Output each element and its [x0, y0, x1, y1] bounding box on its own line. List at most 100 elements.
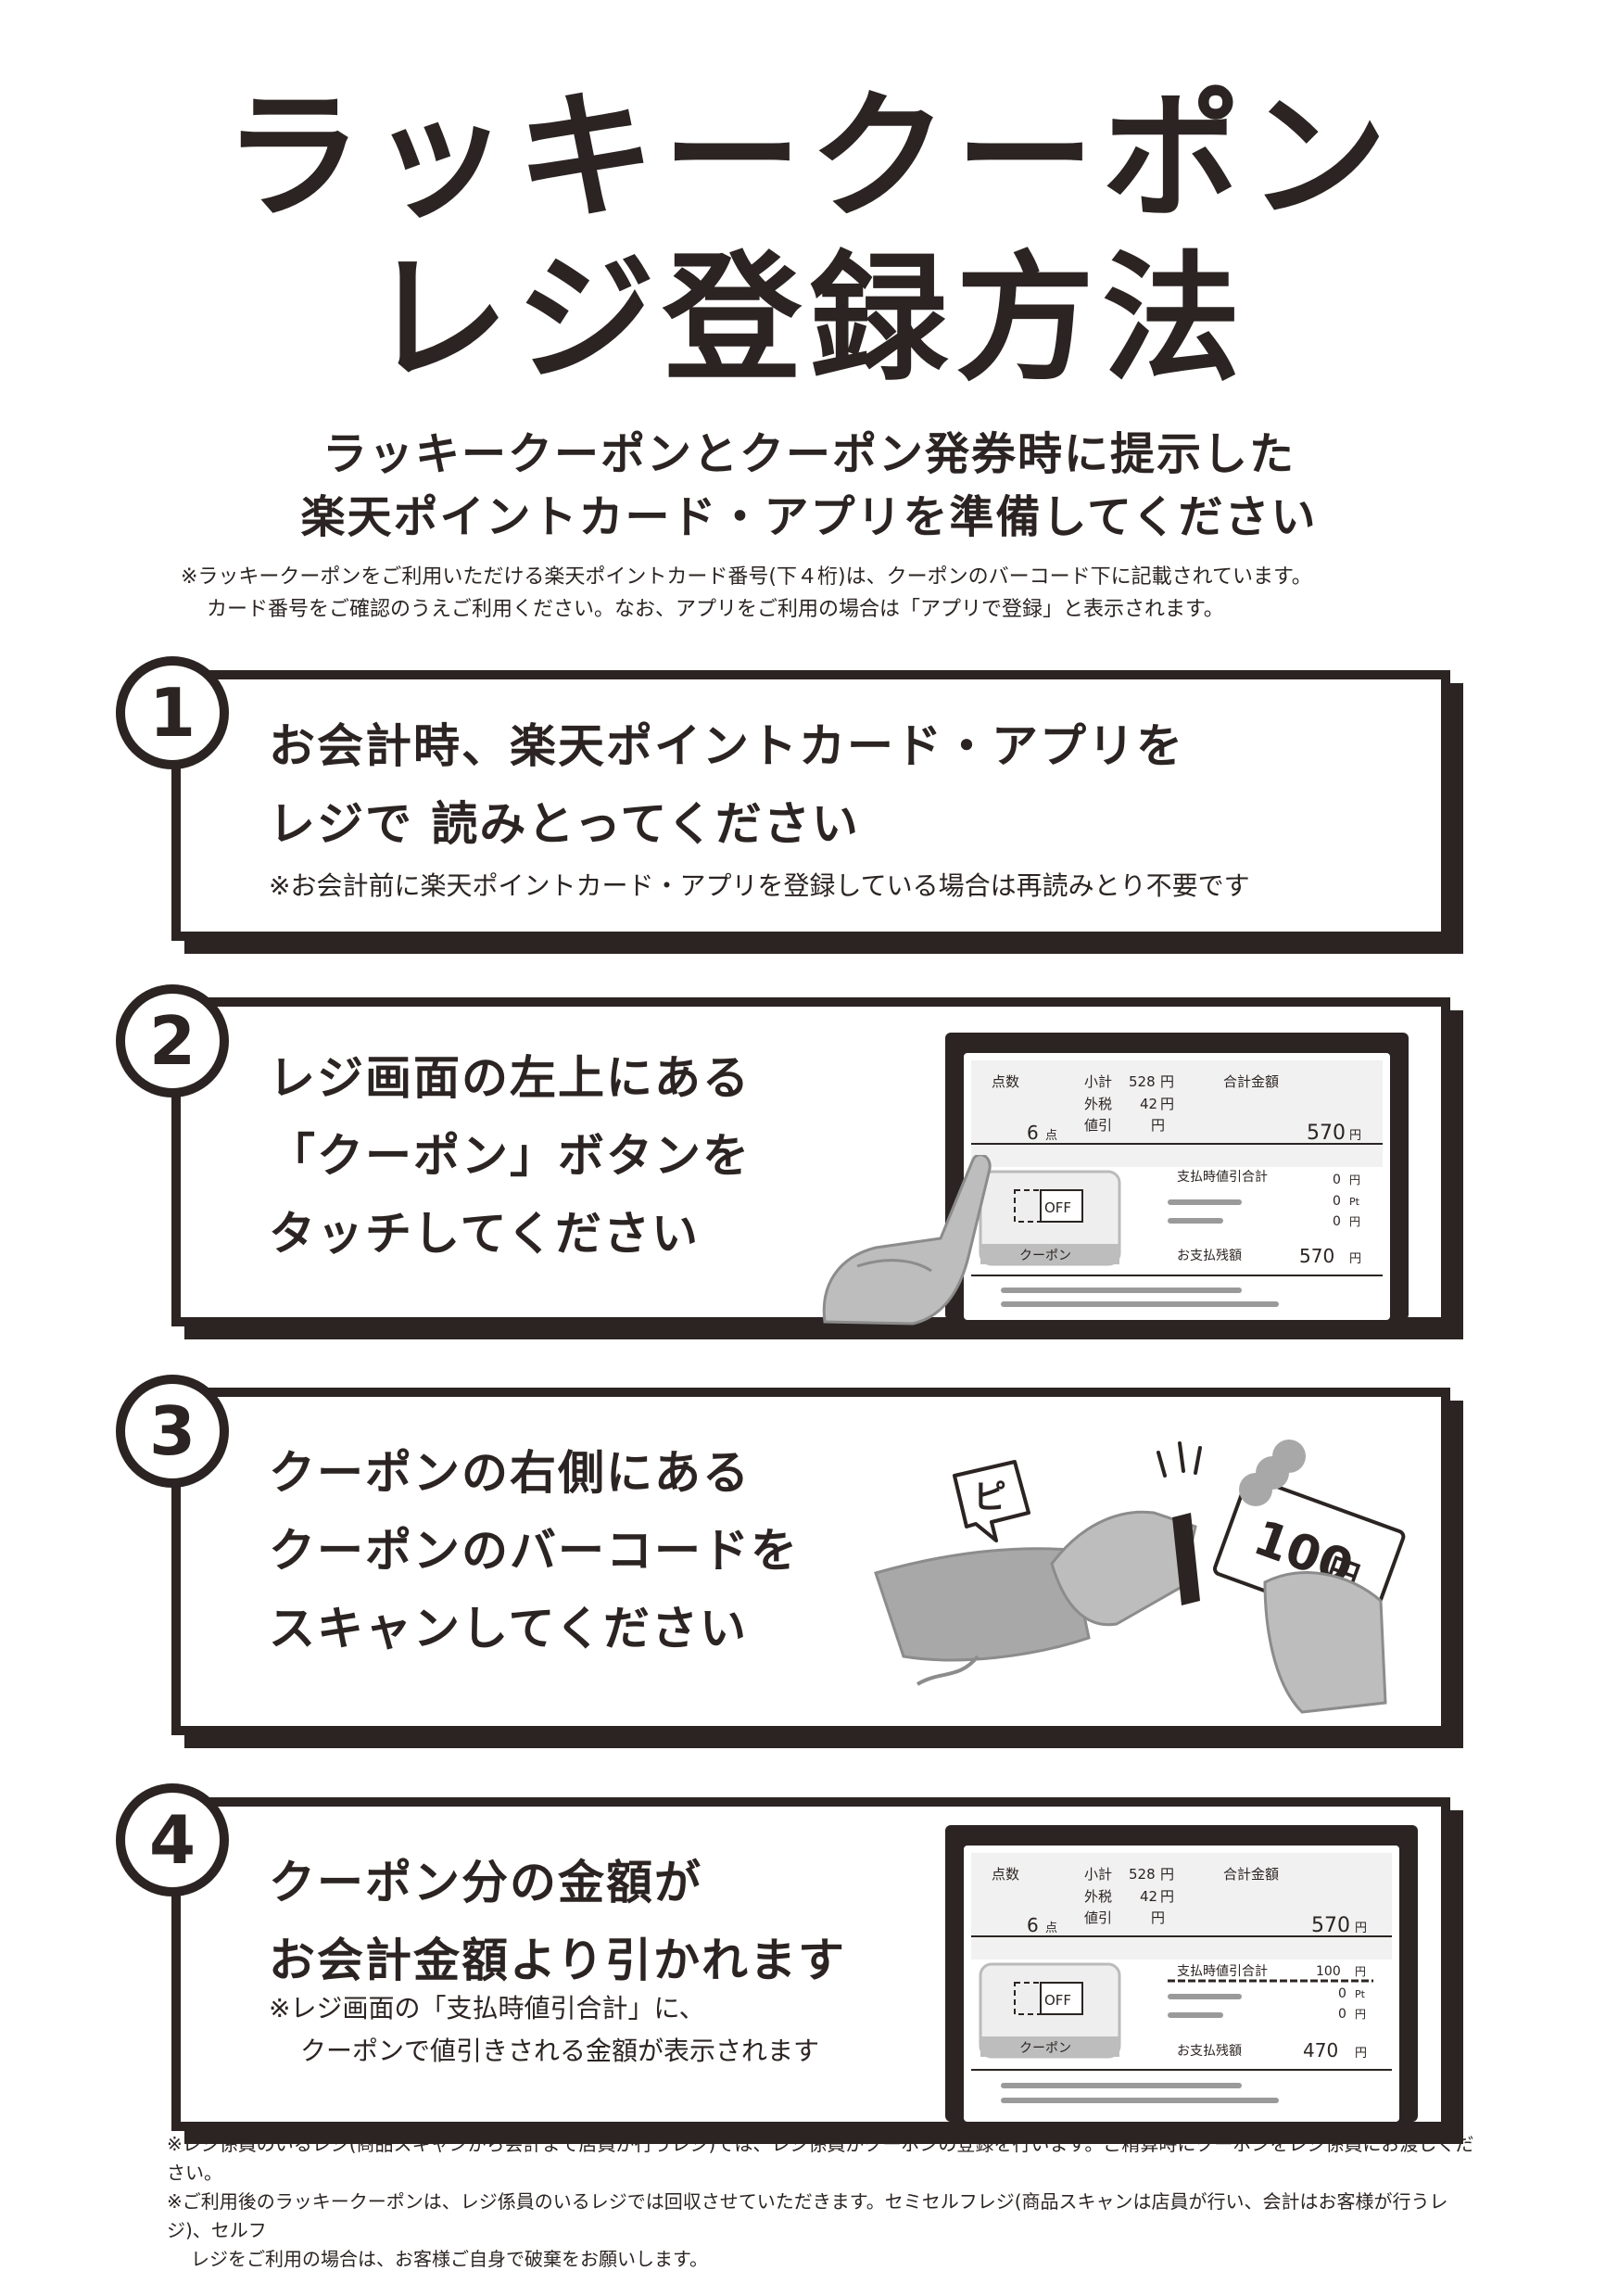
pt-value: 0: [1338, 1986, 1346, 2001]
subtitle-line2: 楽天ポイントカード・アプリを準備してください: [300, 491, 1318, 543]
subtitle-line1: ラッキークーポンとクーポン発券時に提示した: [322, 428, 1296, 480]
balance-yen: 円: [1349, 1252, 1361, 1266]
top-note-line2: カード番号をご確認のうえご利用ください。なお、アプリをご利用の場合は「アプリで登…: [207, 598, 1224, 621]
step-4-note: ※レジ画面の「支払時値引合計」に、 クーポンで値引きされる金額が表示されます: [269, 1987, 819, 2073]
placeholder-bar: [1001, 2083, 1242, 2088]
subtotal-value: 528: [1129, 1073, 1156, 1090]
placeholder-bar: [1168, 2012, 1223, 2018]
screen-summary-area: [971, 1060, 1383, 1167]
coupon-button[interactable]: OFF クーポン: [979, 1170, 1121, 1266]
balance-yen: 円: [1355, 2047, 1367, 2061]
page-title-line2: レジ登録方法: [369, 239, 1248, 400]
total-yen: 円: [1355, 1922, 1367, 1935]
step-3-number: 3: [116, 1375, 229, 1488]
discount-yen: 円: [1151, 1909, 1165, 1926]
scanner-head: [1172, 1513, 1200, 1605]
tax-value: 42: [1140, 1096, 1157, 1112]
finger-icon: [1272, 1440, 1306, 1473]
footer-notes: ※レジ係員のいるレジ(商品スキャンから会計まで店員が行うレジ)では、レジ係員がク…: [167, 2130, 1483, 2274]
step-3-instruction: クーポンの右側にある クーポンのバーコードを スキャンしてください: [269, 1434, 799, 1668]
extra-value: 0: [1333, 1214, 1341, 1229]
extra-yen: 円: [1349, 1215, 1360, 1228]
balance-value: 570: [1299, 1245, 1334, 1267]
placeholder-bar: [1001, 1301, 1279, 1307]
step-1-line1: お会計時、楽天ポイントカード・アプリを: [269, 719, 1184, 773]
pay-discount-value: 0: [1333, 1173, 1341, 1187]
points-label: 点数: [992, 1866, 1019, 1883]
discount-label: 値引: [1084, 1117, 1112, 1134]
placeholder-bar: [1168, 1218, 1223, 1224]
beep-text: ピ: [973, 1478, 1006, 1516]
extra-value: 0: [1338, 2007, 1346, 2022]
placeholder-bar: [1168, 1199, 1242, 1205]
step-2-line3: タッチしてください: [269, 1207, 700, 1261]
pt-unit: Pt: [1355, 1988, 1366, 2000]
placeholder-bar: [1168, 1994, 1242, 1999]
step-3-line1: クーポンの右側にある: [269, 1446, 751, 1500]
step-4-line2: お会計金額より引かれます: [269, 1934, 846, 1987]
balance-label: お支払残額: [1177, 2044, 1242, 2059]
total-yen: 円: [1349, 1129, 1361, 1143]
coupon-button[interactable]: OFF クーポン: [979, 1962, 1121, 2059]
page-title-line1: ラッキークーポン: [222, 77, 1395, 238]
step-2-line2: 「クーポン」ボタンを: [269, 1129, 751, 1183]
points-value: 6: [1027, 1122, 1039, 1144]
step-4-note-line2: クーポンで値引きされる金額が表示されます: [300, 2036, 820, 2066]
pay-discount-label: 支払時値引合計: [1177, 1964, 1268, 1979]
step-4-note-line1: ※レジ画面の「支払時値引合計」に、: [269, 1993, 705, 2023]
placeholder-bar: [1001, 1288, 1242, 1293]
extra-yen: 円: [1355, 2008, 1366, 2021]
top-note: ※ラッキークーポンをご利用いただける楽天ポイントカード番号(下４桁)は、クーポン…: [181, 561, 1478, 626]
discount-yen: 円: [1151, 1117, 1165, 1134]
points-value: 6: [1027, 1914, 1039, 1936]
pointing-hand-icon: [822, 1155, 992, 1326]
step-2-card: レジ画面の左上にある 「クーポン」ボタンを タッチしてください 点数 6 点 小…: [171, 997, 1450, 1326]
coupon-button-label: クーポン: [1019, 2041, 1071, 2056]
top-note-line1: ※ラッキークーポンをご利用いただける楽天ポイントカード番号(下４桁)は、クーポン…: [181, 565, 1312, 589]
pay-discount-label: 支払時値引合計: [1177, 1170, 1268, 1185]
footer-line1: ※レジ係員のいるレジ(商品スキャンから会計まで店員が行うレジ)では、レジ係員がク…: [167, 2133, 1474, 2184]
step-3-card: クーポンの右側にある クーポンのバーコードを スキャンしてください ピ 100 …: [171, 1388, 1450, 1735]
step-1-instruction: お会計時、楽天ポイントカード・アプリを レジで 読みとってください: [269, 707, 1184, 863]
tax-yen: 円: [1160, 1888, 1174, 1905]
step-1-number: 1: [116, 656, 229, 769]
screen-summary-area: [971, 1853, 1392, 1960]
step-4-number: 4: [116, 1783, 229, 1896]
scanner-icon: [1050, 1510, 1197, 1627]
register-screen-illustration-2: 点数 6 点 小計 528 円 外税 42 円 値引 円 合計金額 570 円 …: [945, 1033, 1409, 1320]
left-hand-icon: [874, 1547, 1091, 1662]
points-unit: 点: [1045, 1129, 1057, 1143]
subtotal-value: 528: [1129, 1866, 1156, 1883]
pt-unit: Pt: [1349, 1196, 1360, 1208]
beep-speech-bubble-icon: ピ: [953, 1460, 1030, 1542]
subtotal-yen: 円: [1160, 1866, 1174, 1883]
step-1-line2: レジで 読みとってください: [269, 797, 860, 851]
tax-label: 外税: [1084, 1888, 1112, 1905]
step-4-instruction: クーポン分の金額が お会計金額より引かれます: [269, 1844, 846, 1999]
right-hand-icon: [1263, 1571, 1387, 1714]
scanner-illustration: ピ 100 円: [874, 1440, 1406, 1714]
footer-line3: レジをご利用の場合は、お客様ご自身で破棄をお願いします。: [191, 2248, 708, 2270]
total-value: 570: [1311, 1914, 1350, 1937]
step-4-card: クーポン分の金額が お会計金額より引かれます ※レジ画面の「支払時値引合計」に、…: [171, 1797, 1450, 2131]
scanner-cable-icon: [916, 1655, 980, 1686]
step-2-number: 2: [116, 984, 229, 1097]
subtotal-yen: 円: [1160, 1073, 1174, 1090]
step-2-line1: レジ画面の左上にある: [269, 1051, 751, 1105]
footer-line2: ※ご利用後のラッキークーポンは、レジ係員のいるレジでは回収させていただきます。セ…: [167, 2190, 1448, 2241]
coupon-button-label: クーポン: [1019, 1249, 1071, 1263]
step-3-line2: クーポンのバーコードを: [269, 1524, 799, 1578]
total-value: 570: [1307, 1122, 1346, 1145]
coupon-off-label: OFF: [1044, 1199, 1071, 1216]
step-1-card: お会計時、楽天ポイントカード・アプリを レジで 読みとってください ※お会計前に…: [171, 670, 1450, 941]
total-label: 合計金額: [1223, 1073, 1279, 1090]
balance-label: お支払残額: [1177, 1249, 1242, 1263]
tax-value: 42: [1140, 1888, 1157, 1905]
pt-value: 0: [1333, 1194, 1341, 1209]
sound-lines-icon: [1157, 1441, 1202, 1478]
step-2-instruction: レジ画面の左上にある 「クーポン」ボタンを タッチしてください: [269, 1039, 751, 1273]
balance-value: 470: [1303, 2039, 1338, 2061]
register-screen-svg-2: 点数 6 点 小計 528 円 外税 42 円 値引 円 合計金額 570 円 …: [964, 1053, 1390, 1320]
points-label: 点数: [992, 1073, 1019, 1090]
coupon-off-label: OFF: [1044, 1992, 1071, 2009]
